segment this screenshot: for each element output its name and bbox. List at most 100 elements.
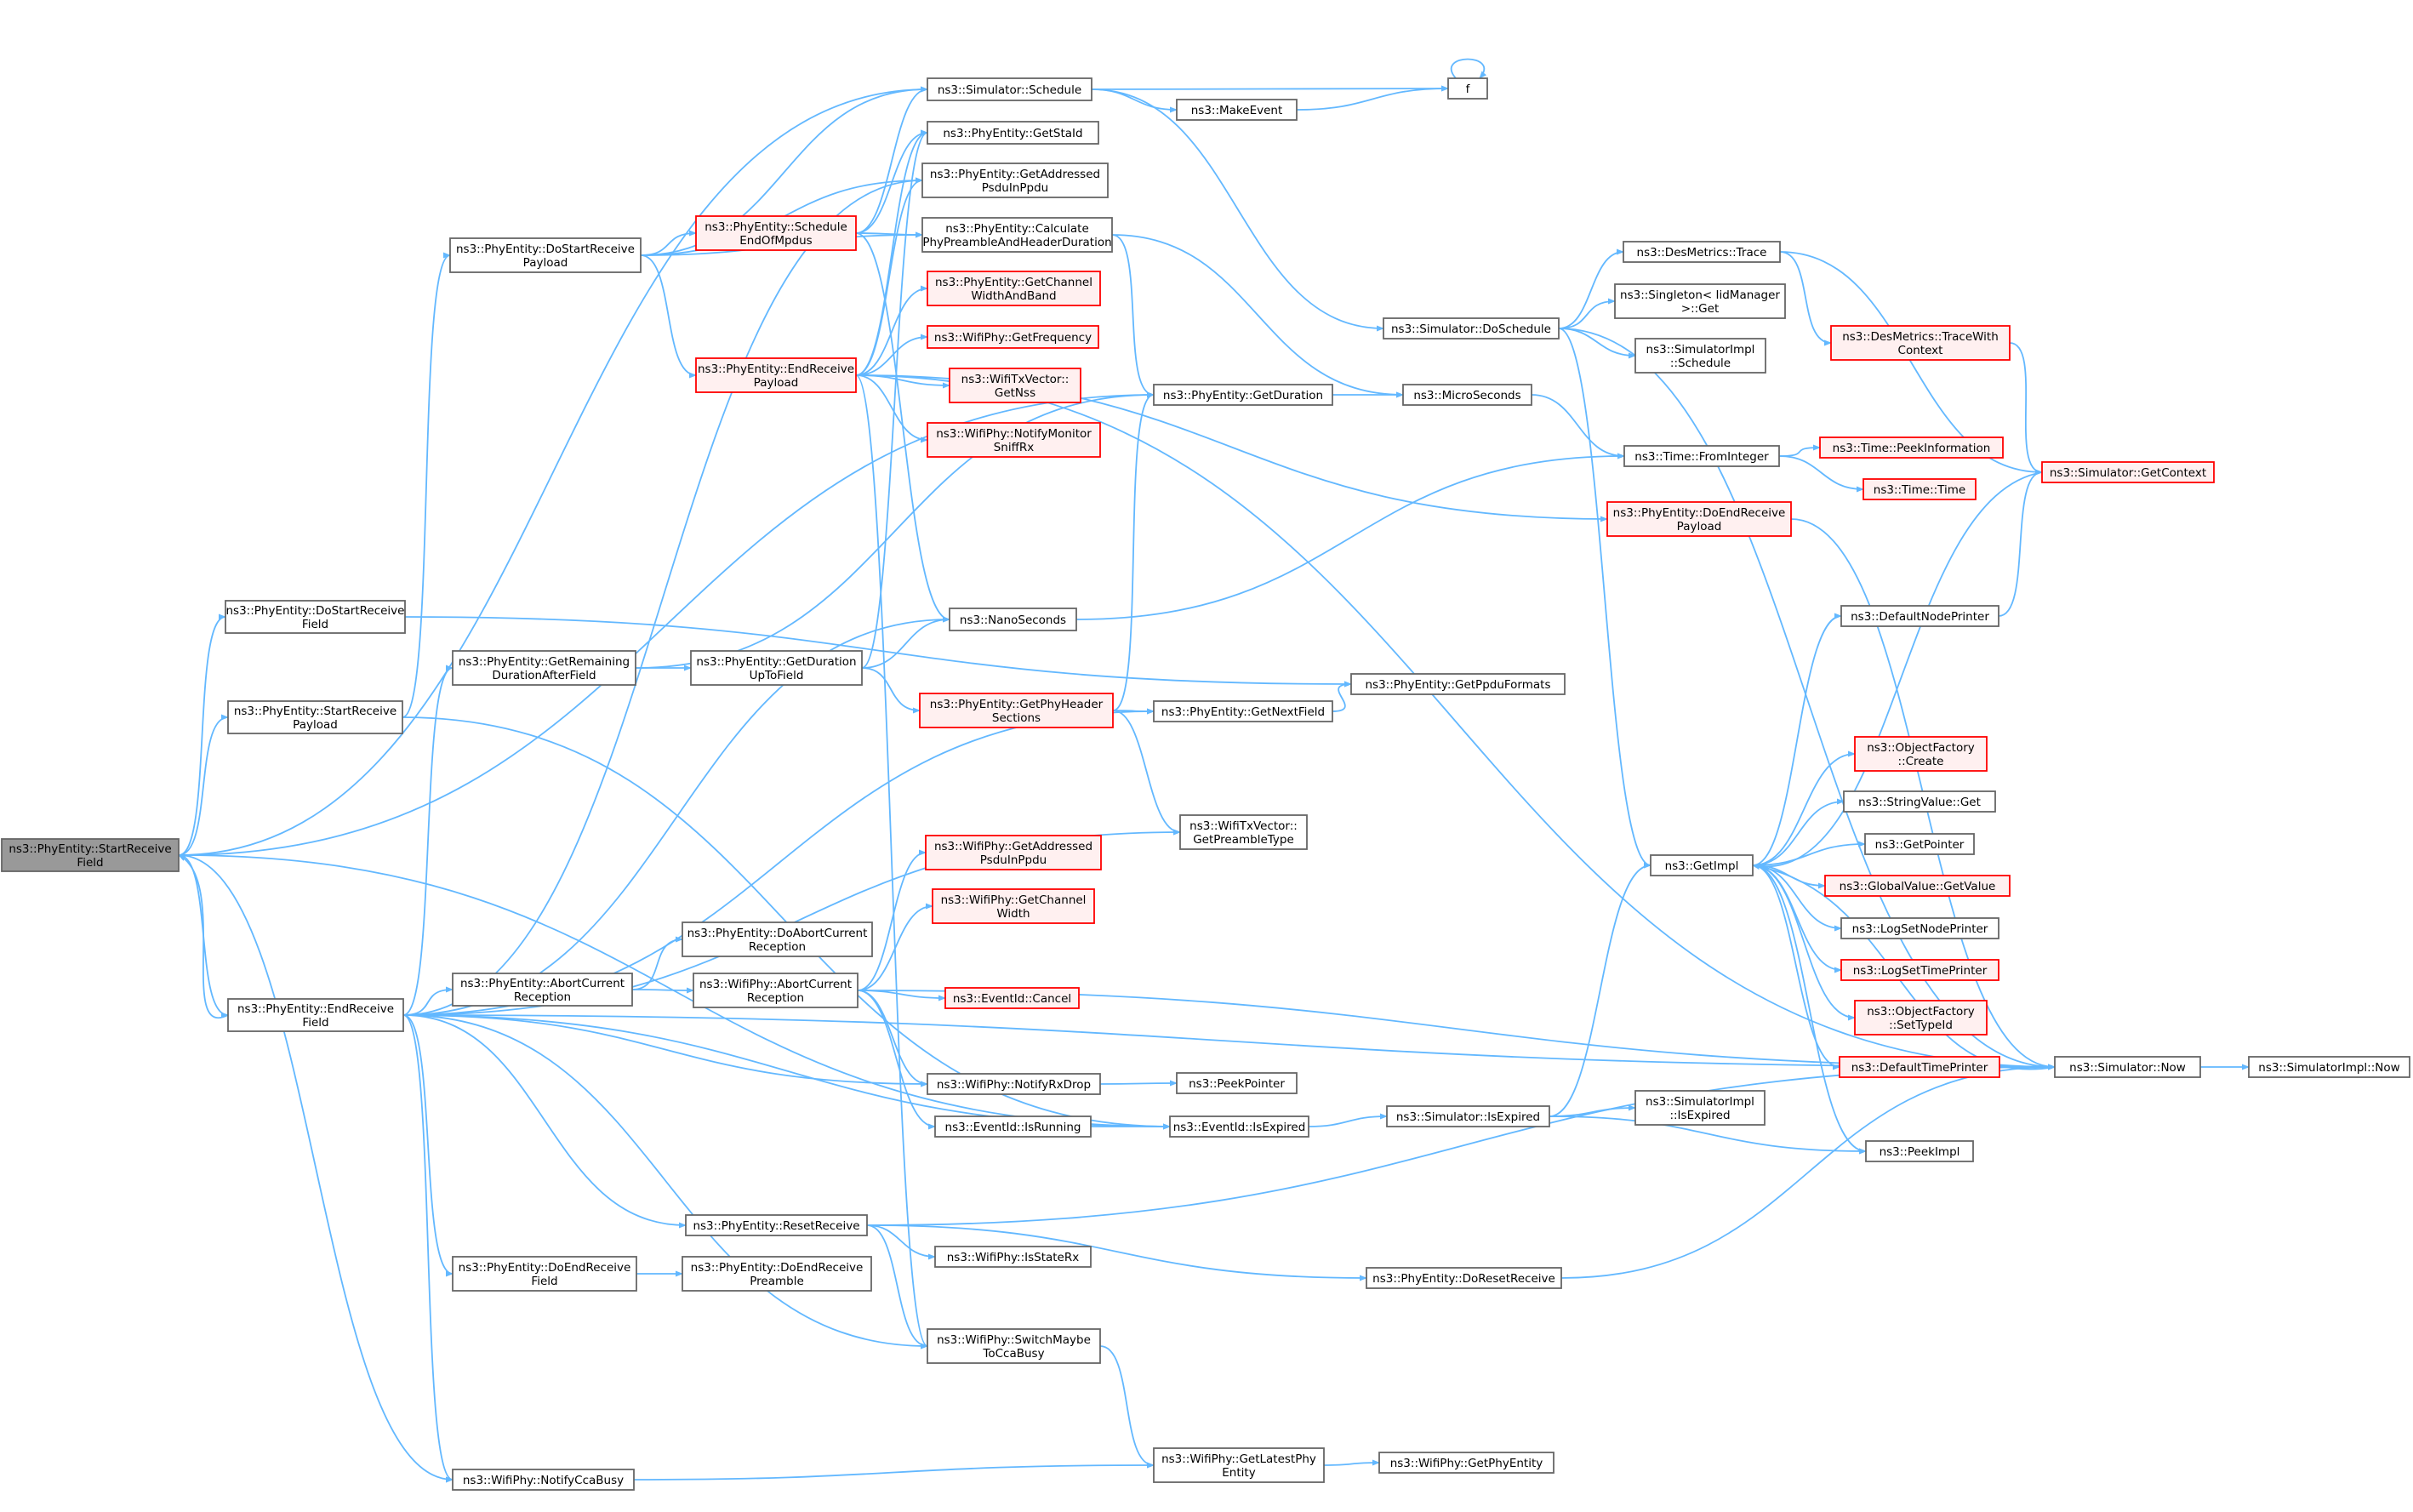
edge-endReceiveField-to-getAddressedPsduInPpdu: [402, 177, 923, 1016]
node-eventIdIsRunning[interactable]: ns3::EventId::IsRunning: [934, 1115, 1092, 1138]
node-box: [1153, 384, 1333, 406]
node-getPreambleType[interactable]: ns3::WifiTxVector::GetPreambleType: [1179, 814, 1308, 850]
node-doSchedule[interactable]: ns3::Simulator::DoSchedule: [1383, 317, 1560, 339]
node-singletonGet[interactable]: ns3::Singleton< IidManager>::Get: [1614, 283, 1786, 319]
node-notifyRxDrop[interactable]: ns3::WifiPhy::NotifyRxDrop: [927, 1073, 1101, 1095]
node-timeTime[interactable]: ns3::Time::Time: [1863, 478, 1977, 500]
node-box: [1824, 875, 2011, 897]
node-logSetNodePrinter[interactable]: ns3::LogSetNodePrinter: [1840, 917, 1999, 939]
node-label: ns3::Singleton< IidManager: [1620, 288, 1780, 302]
node-logSetTimePrinter[interactable]: ns3::LogSetTimePrinter: [1840, 959, 1999, 981]
node-box: [927, 1328, 1101, 1364]
edge-getImpl-to-defaultNodePrinter: [1752, 613, 1842, 866]
node-resetReceive[interactable]: ns3::PhyEntity::ResetReceive: [685, 1214, 868, 1236]
edge-doResetReceive-to-simulatorNow: [1560, 1064, 2056, 1279]
node-getFrequency[interactable]: ns3::WifiPhy::GetFrequency: [927, 325, 1099, 349]
node-getDuration[interactable]: ns3::PhyEntity::GetDuration: [1153, 384, 1333, 406]
node-box: [1153, 1447, 1325, 1483]
edge-makeEvent-to-f: [1296, 85, 1449, 111]
node-calculatePhyPreamble[interactable]: ns3::PhyEntity::CalculatePhyPreambleAndH…: [921, 217, 1113, 253]
node-simulatorImplNow[interactable]: ns3::SimulatorImpl::Now: [2248, 1056, 2410, 1078]
node-box: [695, 215, 857, 251]
node-label: Preamble: [750, 1275, 804, 1288]
node-microSeconds[interactable]: ns3::MicroSeconds: [1402, 384, 1532, 406]
edge-doSchedule-to-singletonGet: [1558, 298, 1616, 329]
node-getContext[interactable]: ns3::Simulator::GetContext: [2041, 461, 2215, 483]
node-simulatorSchedule[interactable]: ns3::Simulator::Schedule: [927, 77, 1092, 101]
node-getPhyEntity[interactable]: ns3::WifiPhy::GetPhyEntity: [1378, 1452, 1554, 1474]
node-simulatorIsExpired[interactable]: ns3::Simulator::IsExpired: [1386, 1105, 1550, 1127]
node-label: Field: [302, 618, 328, 631]
node-defaultNodePrinter[interactable]: ns3::DefaultNodePrinter: [1840, 605, 1999, 627]
node-peekImpl[interactable]: ns3::PeekImpl: [1865, 1140, 1974, 1162]
node-defaultTimePrinter[interactable]: ns3::DefaultTimePrinter: [1839, 1056, 2000, 1078]
node-stringValueGet[interactable]: ns3::StringValue::Get: [1843, 790, 1996, 813]
node-simulatorImplIsExpired[interactable]: ns3::SimulatorImpl::IsExpired: [1634, 1090, 1766, 1126]
node-label: Field: [302, 1016, 328, 1030]
node-peekPointer[interactable]: ns3::PeekPointer: [1176, 1072, 1298, 1094]
node-label: Context: [1898, 344, 1943, 357]
node-label: ns3::LogSetTimePrinter: [1853, 964, 1988, 978]
edge-getPhyHeaderSections-to-getDuration: [1112, 391, 1155, 711]
edge-getImpl-to-stringValueGet: [1752, 798, 1845, 866]
node-getNextField[interactable]: ns3::PhyEntity::GetNextField: [1153, 700, 1333, 722]
node-label: ns3::MakeEvent: [1191, 104, 1283, 117]
node-f[interactable]: f: [1447, 77, 1488, 100]
node-box: [227, 700, 403, 734]
node-makeEvent[interactable]: ns3::MakeEvent: [1176, 99, 1298, 121]
node-getPointer[interactable]: ns3::GetPointer: [1864, 833, 1975, 855]
node-getPpduFormats[interactable]: ns3::PhyEntity::GetPpduFormats: [1350, 673, 1566, 695]
node-getStaId[interactable]: ns3::PhyEntity::GetStaId: [927, 121, 1099, 145]
edge-defaultNodePrinter-to-getContext: [1998, 469, 2043, 617]
node-getRemainingDuration[interactable]: ns3::PhyEntity::GetRemainingDurationAfte…: [452, 650, 636, 686]
node-box: [1864, 833, 1975, 855]
node-peekInformation[interactable]: ns3::Time::PeekInformation: [1819, 436, 2004, 459]
node-label: Field: [77, 856, 103, 870]
node-getNss[interactable]: ns3::WifiTxVector::GetNss: [949, 368, 1081, 403]
node-isStateRx[interactable]: ns3::WifiPhy::IsStateRx: [934, 1246, 1092, 1268]
node-label: Payload: [523, 256, 568, 270]
node-timeFromInteger[interactable]: ns3::Time::FromInteger: [1623, 445, 1780, 467]
node-getImpl[interactable]: ns3::GetImpl: [1650, 854, 1754, 876]
node-simulatorImplSchedule[interactable]: ns3::SimulatorImpl::Schedule: [1634, 338, 1766, 374]
node-doResetReceive[interactable]: ns3::PhyEntity::DoResetReceive: [1366, 1267, 1562, 1289]
node-simulatorNow[interactable]: ns3::Simulator::Now: [2054, 1056, 2201, 1078]
node-eventIdCancel[interactable]: ns3::EventId::Cancel: [944, 987, 1080, 1009]
node-box: [693, 973, 859, 1008]
edge-endReceiveField-to-doEndReceiveField: [402, 1014, 454, 1277]
node-objectFactoryCreate[interactable]: ns3::ObjectFactory::Create: [1854, 736, 1988, 772]
node-label: ::Create: [1898, 755, 1944, 768]
node-objectFactorySetTypeId[interactable]: ns3::ObjectFactory::SetTypeId: [1854, 1000, 1988, 1036]
edge-switchMaybeToCcaBusy-to-getLatestPhyEntity: [1099, 1345, 1155, 1469]
node-nanoSeconds[interactable]: ns3::NanoSeconds: [949, 608, 1077, 631]
node-globalValueGetValue[interactable]: ns3::GlobalValue::GetValue: [1824, 875, 2011, 897]
node-notifyCcaBusy[interactable]: ns3::WifiPhy::NotifyCcaBusy: [452, 1469, 635, 1491]
node-label: PsduInPpdu: [982, 181, 1048, 195]
node-eventIdIsExpired[interactable]: ns3::EventId::IsExpired: [1169, 1115, 1309, 1138]
edge-getImpl-to-objectFactorySetTypeId: [1752, 864, 1856, 1021]
node-desMetricsTrace[interactable]: ns3::DesMetrics::Trace: [1623, 241, 1781, 263]
